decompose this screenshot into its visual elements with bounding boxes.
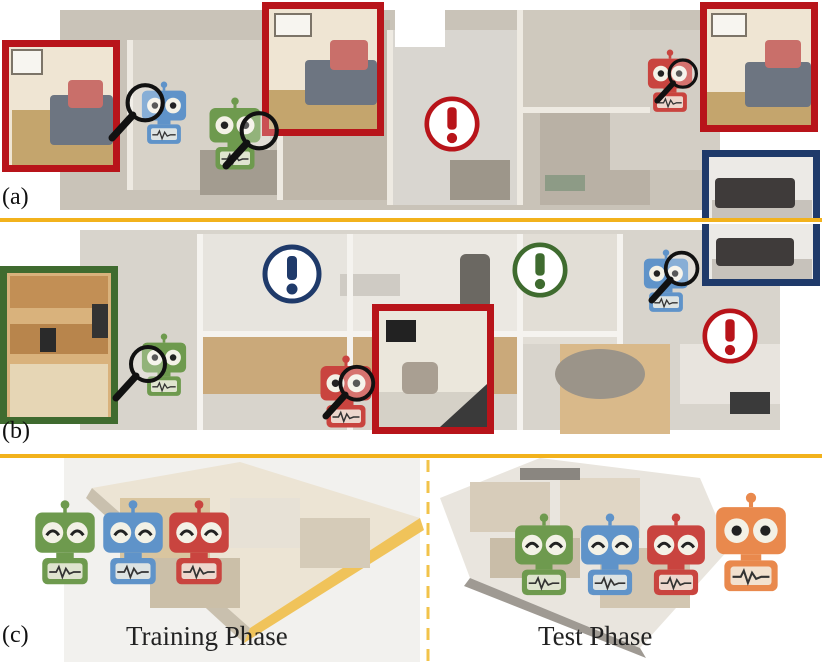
floorplan-a (0, 0, 822, 218)
view-photo-a3 (700, 2, 818, 132)
panel-b: (b) (0, 224, 822, 454)
test-phase-label: Test Phase (538, 621, 653, 651)
floorplan-b (0, 224, 822, 454)
panel-label-c: (c) (2, 622, 29, 648)
view-photo-a2 (262, 2, 384, 136)
exclamation-icon (427, 99, 477, 149)
orange-robot-icon (716, 493, 786, 591)
green-robot-icon (33, 498, 97, 587)
view-photo-b1 (0, 266, 118, 424)
red-robot-icon (167, 498, 231, 587)
panel-a: (a) (0, 0, 822, 218)
panel-label-a: (a) (2, 184, 29, 210)
exclamation-icon (265, 247, 319, 301)
exclamation-icon (515, 245, 565, 295)
panel-label-b: (b) (2, 418, 30, 444)
panel-c: (c) Training Phase Test Phase (0, 458, 822, 662)
section-divider (0, 454, 822, 458)
blue-robot-icon (579, 511, 641, 598)
robot-team (33, 458, 822, 598)
view-photo-a1 (2, 40, 120, 172)
training-phase-label: Training Phase (126, 621, 288, 651)
view-photo-a4 (702, 150, 820, 218)
red-robot-icon (645, 511, 707, 598)
view-photo-b2 (372, 304, 494, 434)
exclamation-icon (705, 311, 755, 361)
blue-robot-icon (101, 498, 165, 587)
section-divider (0, 218, 822, 222)
green-robot-icon (513, 511, 575, 598)
view-photo-b3 (702, 224, 820, 286)
